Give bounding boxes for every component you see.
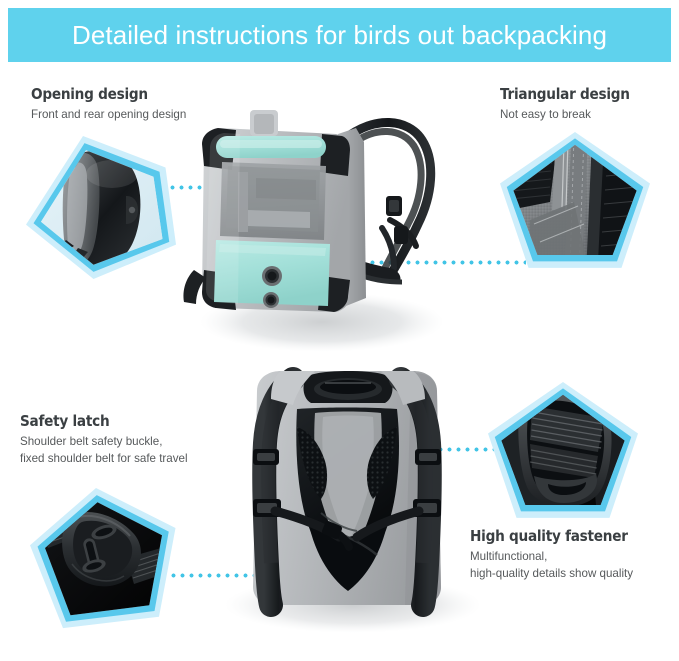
detail-frame-high-quality-fastener (488, 382, 638, 525)
detail-frame-triangular-design (500, 132, 650, 275)
shoulder-straps (336, 118, 436, 285)
feature-description-line: Shoulder belt safety buckle, (20, 434, 163, 448)
connector-line-safety-latch-horizontal (160, 573, 300, 578)
feature-description-line: Multifunctional, (470, 549, 548, 563)
detail-frame-opening-design (26, 136, 176, 279)
feature-title: Triangular design (500, 85, 630, 103)
triangular-stitching-photo (513, 144, 637, 255)
feature-title: Safety latch (20, 412, 110, 430)
pentagon-photo-high-quality-fastener (501, 394, 625, 505)
pet-backpack-back-view-illustration (225, 367, 481, 633)
feature-text-triangular-design: Triangular design Not easy to break (500, 85, 647, 124)
feature-title: High quality fastener (470, 527, 628, 545)
feature-description-line: fixed shoulder belt for safe travel (20, 451, 188, 465)
connector-line-triangular-design (350, 260, 526, 265)
product-image-back-view (205, 365, 490, 640)
feature-description-line: high-quality details show quality (470, 566, 634, 580)
feature-text-opening-design: Opening design Front and rear opening de… (31, 85, 187, 124)
page-title: Detailed instructions for birds out back… (71, 19, 608, 50)
connector-line-high-quality-fastener (418, 447, 528, 452)
feature-text-high-quality-fastener: High quality fastener Multifunctional, h… (470, 527, 649, 582)
feature-description-line: Not easy to break (500, 107, 591, 121)
detail-frame-safety-latch (30, 488, 180, 631)
feature-description-line: Front and rear opening design (31, 107, 187, 121)
feature-text-safety-latch: Safety latch Shoulder belt safety buckle… (20, 412, 188, 467)
strap-adjuster-photo (501, 394, 625, 505)
pentagon-photo-triangular-design (513, 144, 637, 255)
product-image-front-view (150, 100, 480, 360)
pet-backpack-front-view-illustration (183, 110, 444, 352)
header-banner: Detailed instructions for birds out back… (8, 8, 671, 62)
feature-title: Opening design (31, 85, 148, 103)
